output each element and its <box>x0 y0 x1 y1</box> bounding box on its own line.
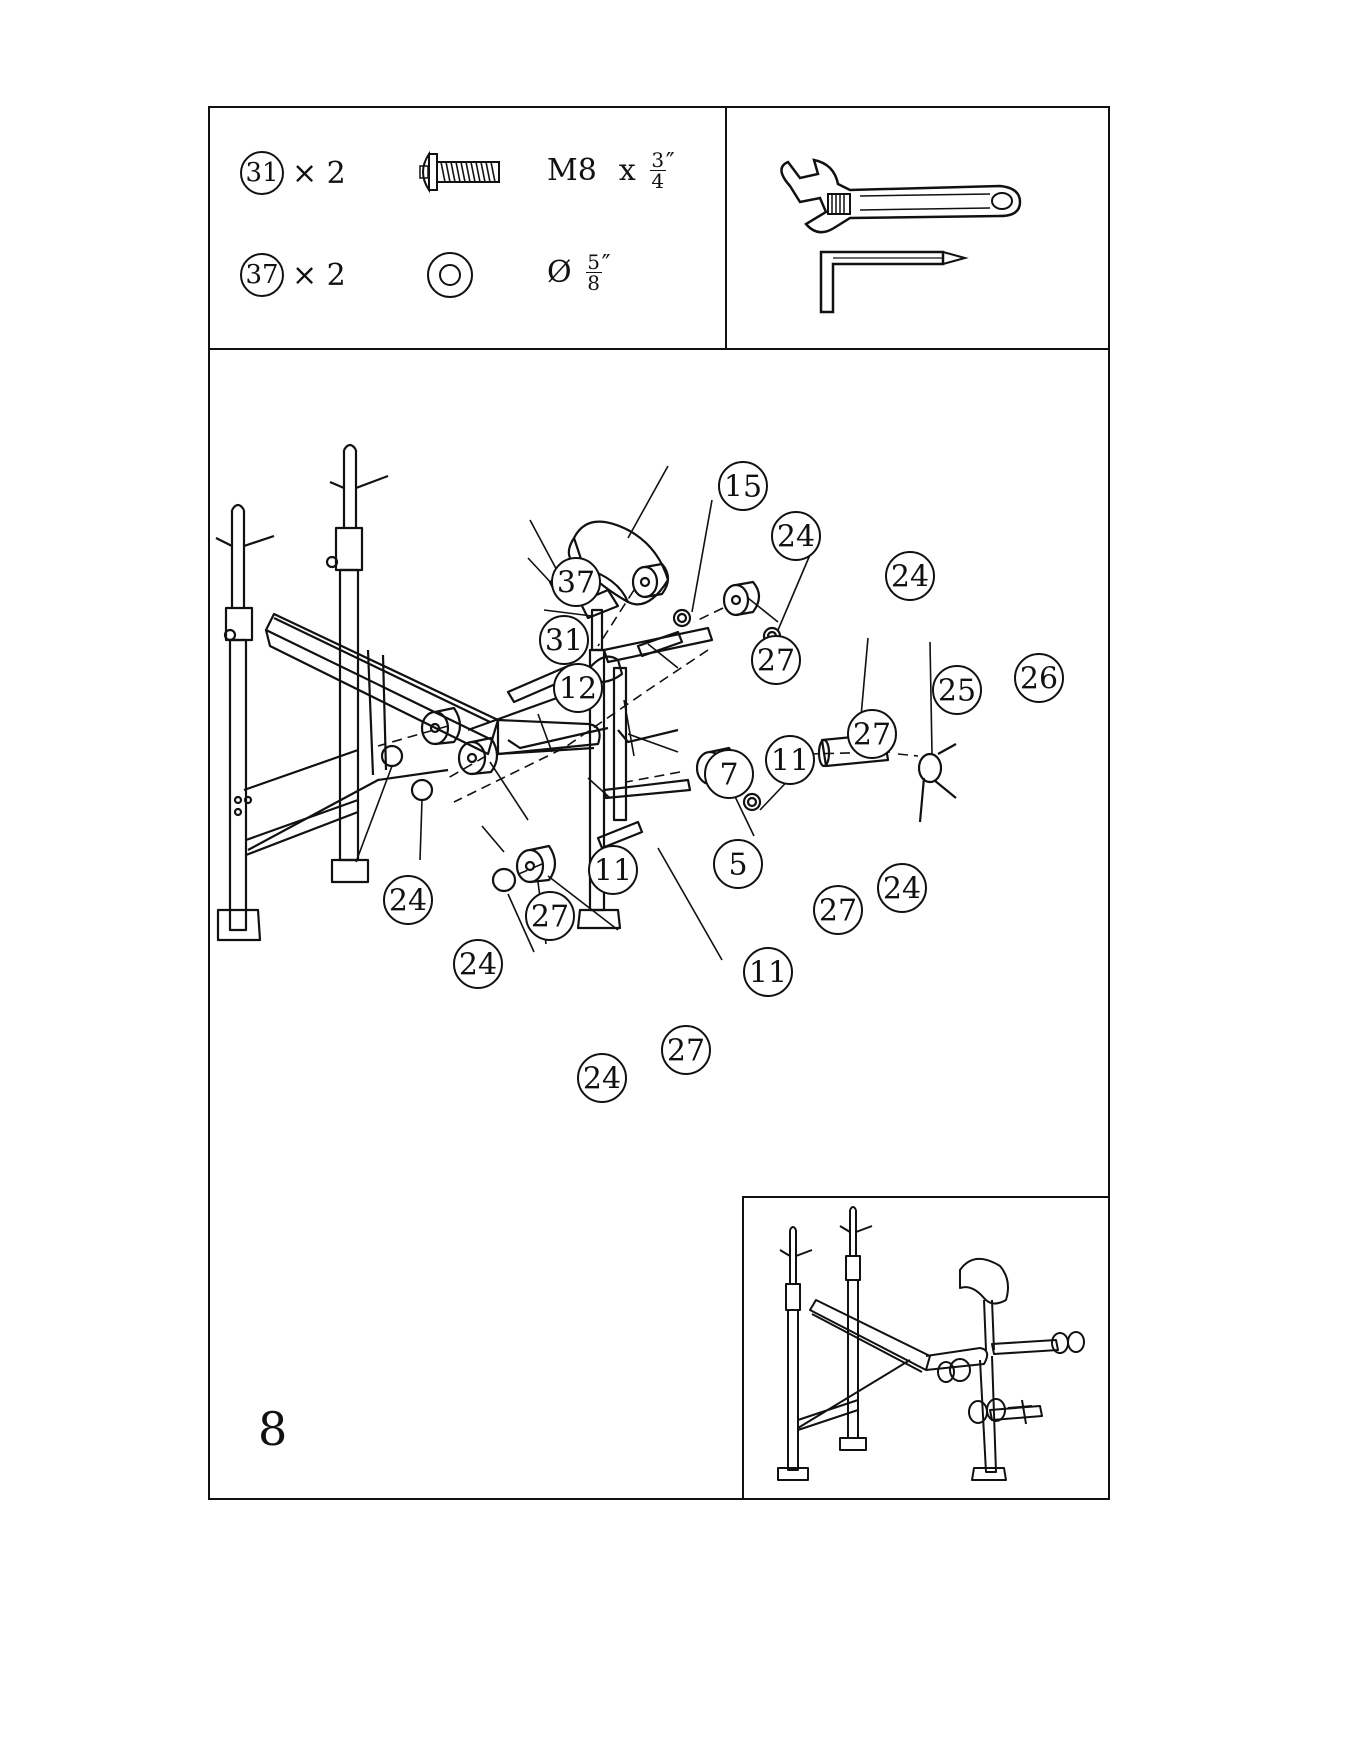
callout-label: 5 <box>728 848 747 883</box>
tools-divider <box>725 106 727 350</box>
inch-mark: ″ <box>666 148 675 176</box>
washer-icon <box>425 250 475 300</box>
callout-label: 27 <box>667 1034 705 1069</box>
fraction-denominator: 8 <box>587 273 600 293</box>
callout-label: 25 <box>938 674 976 709</box>
part-number-circle: 31 <box>240 151 284 195</box>
washer-size-fraction: 5 8 <box>586 252 602 293</box>
bolt-size: M8 <box>547 153 597 188</box>
fraction-numerator: 3 <box>651 150 664 170</box>
washer-diameter-symbol: Ø <box>547 255 572 290</box>
callout-label: 11 <box>594 854 632 889</box>
part-number-circle: 37 <box>240 253 284 297</box>
bolt-length-fraction: 3 4 <box>650 150 666 191</box>
bolt-spec: M8 x 3 4 ″ <box>547 150 675 191</box>
callout-label: 24 <box>583 1062 621 1097</box>
callout-label: 11 <box>771 744 809 779</box>
washer-spec: Ø 5 8 ″ <box>547 252 611 293</box>
callout-label: 7 <box>719 758 738 793</box>
fraction-numerator: 5 <box>587 252 600 272</box>
inch-mark: ″ <box>602 250 611 278</box>
callout-label: 12 <box>559 672 597 707</box>
part-quantity: × 2 <box>292 258 412 293</box>
fraction-denominator: 4 <box>651 171 664 191</box>
bolt-icon <box>415 150 505 194</box>
callout-label: 15 <box>724 470 762 505</box>
callout-label: 27 <box>757 644 795 679</box>
callout-label: 24 <box>883 872 921 907</box>
callout-label: 11 <box>749 956 787 991</box>
callout-label: 24 <box>389 884 427 919</box>
callout-label: 37 <box>557 566 595 601</box>
callout-label: 27 <box>853 718 891 753</box>
part-quantity: × 2 <box>292 156 412 191</box>
page-number: 8 <box>258 1402 287 1456</box>
callout-label: 24 <box>777 520 815 555</box>
callout-label: 26 <box>1020 662 1058 697</box>
hardware-row-bolt: 31 × 2 <box>240 148 412 198</box>
callouts-layer: 15 24 24 37 31 27 12 25 26 27 11 7 11 5 … <box>208 350 1110 1196</box>
completed-bench-illustration <box>760 1210 1100 1490</box>
hex-key-icon <box>815 250 975 314</box>
bolt-times: x <box>619 153 636 188</box>
hardware-row-washer: 37 × 2 <box>240 250 412 300</box>
callout-label: 24 <box>891 560 929 595</box>
callout-label: 27 <box>531 900 569 935</box>
callout-label: 24 <box>459 948 497 983</box>
wrench-icon <box>770 158 1030 238</box>
callout-label: 27 <box>819 894 857 929</box>
callout-label: 31 <box>545 624 583 659</box>
